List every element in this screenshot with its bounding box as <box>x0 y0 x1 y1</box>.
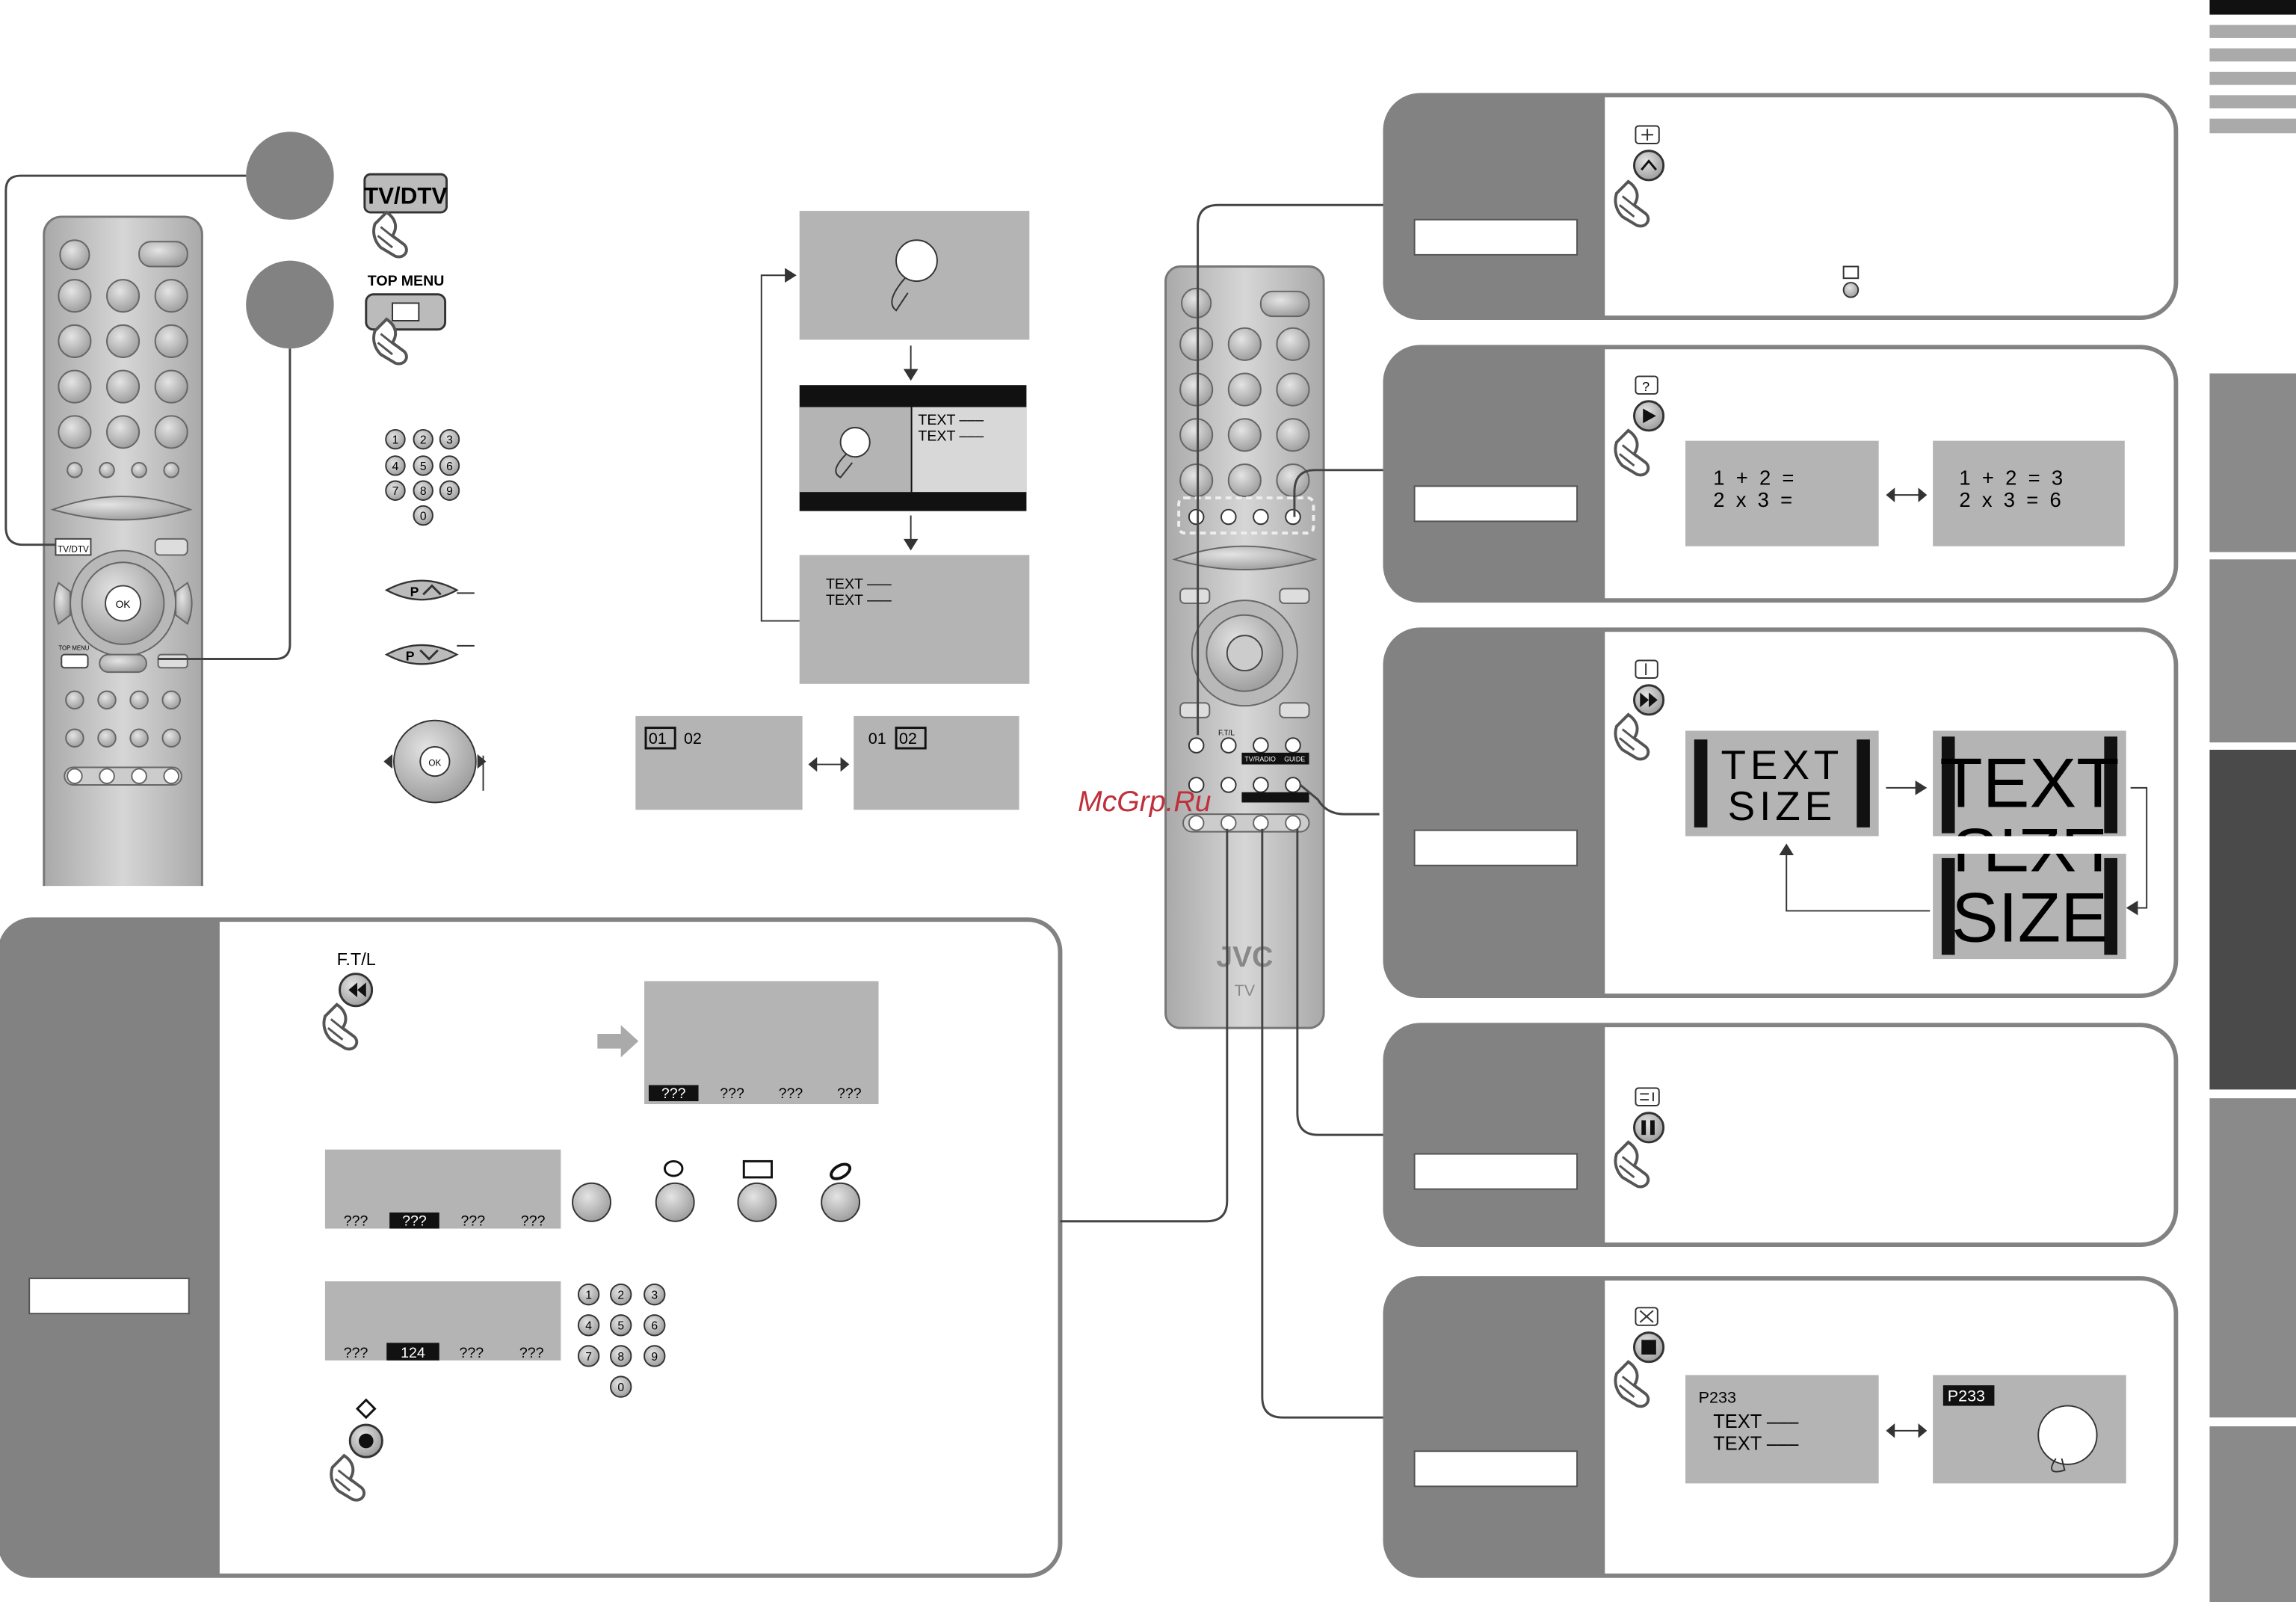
remote-tvradio-small: TV/RADIO <box>1244 756 1276 763</box>
cancel-left-text1: TEXT ––– <box>1713 1411 1799 1432</box>
ftl-s2-tab-3: ??? <box>460 1213 485 1230</box>
top-menu-button-illustration: TOP MENU <box>365 273 447 366</box>
ftl-s3-tab-4: ??? <box>519 1345 544 1361</box>
left-remote: TV/DTV OK TOP MENU <box>40 215 206 907</box>
numpad-ftl-5: 5 <box>617 1320 624 1333</box>
split-text-2: TEXT ––– <box>918 428 984 445</box>
ftl-button-label: F.T/L <box>337 949 376 969</box>
cancel-left-text2: TEXT ––– <box>1713 1433 1799 1454</box>
ftl-s2-tab-4: ??? <box>521 1213 546 1230</box>
full-text-2: TEXT ––– <box>826 592 892 609</box>
panel-size: TEXT SIZE TEXT SIZE TEXT SIZE <box>1383 627 2179 998</box>
ftl-s1-tab-4: ??? <box>837 1085 862 1102</box>
numpad-left-0: 0 <box>420 510 427 523</box>
remote-ftl-small: F.T/L <box>1218 729 1235 737</box>
top-menu-label: TOP MENU <box>368 273 445 289</box>
remote-topmenu-small: TOP MENU <box>58 645 89 652</box>
p-up-label: P <box>410 584 419 599</box>
full-text-1: TEXT ––– <box>826 576 892 592</box>
subpage-left-other: 02 <box>684 730 702 748</box>
subpage-screens: 01 02 01 02 <box>635 715 1019 810</box>
tv-dtv-button-label: TV/DTV <box>364 182 448 209</box>
reveal-right-line1: 1 + 2 = 3 <box>1959 466 2063 489</box>
numpad-ftl-0: 0 <box>617 1381 624 1394</box>
reveal-left-line1: 1 + 2 = <box>1713 466 1794 489</box>
ftl-s3-tab-2: 124 <box>401 1345 425 1361</box>
numpad-ftl-1: 1 <box>585 1290 592 1302</box>
remote-tvdtv-label: TV/DTV <box>58 545 89 555</box>
numpad-ftl-4: 4 <box>585 1320 592 1333</box>
ftl-s1-tab-1: ??? <box>661 1085 686 1102</box>
numpad-left: 1 2 3 4 5 6 7 8 9 0 <box>385 428 460 526</box>
ok-dial: OK <box>383 719 487 804</box>
reveal-left-line2: 2 x 3 = <box>1713 488 1792 511</box>
mode-flow: TEXT ––– TEXT ––– TEXT ––– TEXT ––– <box>760 211 1030 684</box>
panel-cancel: P233 TEXT ––– TEXT ––– P233 <box>1383 1276 2179 1578</box>
center-remote: F.T/L TV/RADIO GUIDE JVC TV <box>1164 265 1325 1029</box>
numpad-left-8: 8 <box>420 485 427 498</box>
numpad-left-4: 4 <box>392 460 399 473</box>
numpad-left-5: 5 <box>420 460 427 473</box>
channel-buttons: P P <box>384 579 475 665</box>
numpad-ftl-6: 6 <box>651 1320 658 1333</box>
numpad-left-7: 7 <box>392 485 399 498</box>
panel-hold <box>1383 93 2179 321</box>
ftl-s2-tab-1: ??? <box>344 1213 368 1230</box>
numpad-left-2: 2 <box>420 434 427 447</box>
reveal-right-line2: 2 x 3 = 6 <box>1959 488 2061 511</box>
side-tabs <box>2209 0 2296 1602</box>
remote-model-label: TV <box>1235 982 1256 999</box>
ftl-s1-tab-3: ??? <box>779 1085 803 1102</box>
ftl-s2-tab-2: ??? <box>402 1213 427 1230</box>
watermark: McGrp.Ru <box>1078 786 1211 818</box>
size-normal-line2: SIZE <box>1728 783 1836 829</box>
p-down-label: P <box>406 648 415 663</box>
subpage-right-selected: 02 <box>899 730 917 748</box>
ok-dial-label: OK <box>428 759 441 768</box>
step-markers <box>4 132 334 660</box>
tv-dtv-button-illustration: TV/DTV <box>363 173 448 259</box>
connector-lines <box>1060 203 1386 1419</box>
subpage-left-selected: 01 <box>649 730 667 748</box>
panel-index <box>1383 1023 2179 1248</box>
subpage-right-other: 01 <box>868 730 886 748</box>
remote-ok-label: OK <box>116 599 131 610</box>
ftl-s3-tab-3: ??? <box>460 1345 484 1361</box>
numpad-ftl-3: 3 <box>651 1290 658 1302</box>
ftl-s1-tab-2: ??? <box>720 1085 744 1102</box>
numpad-left-6: 6 <box>446 460 453 473</box>
cancel-left-page: P233 <box>1699 1389 1736 1407</box>
remote-brand: JVC <box>1216 941 1273 973</box>
size-bottom-half-line2: SIZE <box>1951 878 2108 957</box>
cancel-right-page: P233 <box>1948 1387 1985 1405</box>
numpad-ftl-9: 9 <box>651 1351 658 1364</box>
ftl-s3-tab-1: ??? <box>344 1345 368 1361</box>
numpad-ftl-7: 7 <box>585 1351 592 1364</box>
numpad-left-1: 1 <box>392 434 399 447</box>
reveal-question-icon: ? <box>1642 379 1650 394</box>
ftl-panel: F.T/L ??? ??? ??? ??? ??? ??? ??? ??? ??… <box>0 917 1063 1578</box>
remote-guide-small: GUIDE <box>1284 756 1305 763</box>
numpad-left-3: 3 <box>446 434 453 447</box>
numpad-left-9: 9 <box>446 485 453 498</box>
numpad-ftl-8: 8 <box>617 1351 624 1364</box>
numpad-ftl-2: 2 <box>617 1290 624 1302</box>
size-normal-line1: TEXT <box>1721 742 1844 788</box>
size-top-half-line2: SIZE <box>1951 813 2108 892</box>
size-top-half-line1: TEXT <box>1939 743 2119 822</box>
panel-reveal: ? 1 + 2 = 2 x 3 = 1 + 2 = 3 2 x 3 = 6 <box>1383 345 2179 603</box>
size-bottom-half-line1: TEXT <box>1939 808 2119 887</box>
split-text-1: TEXT ––– <box>918 412 984 428</box>
